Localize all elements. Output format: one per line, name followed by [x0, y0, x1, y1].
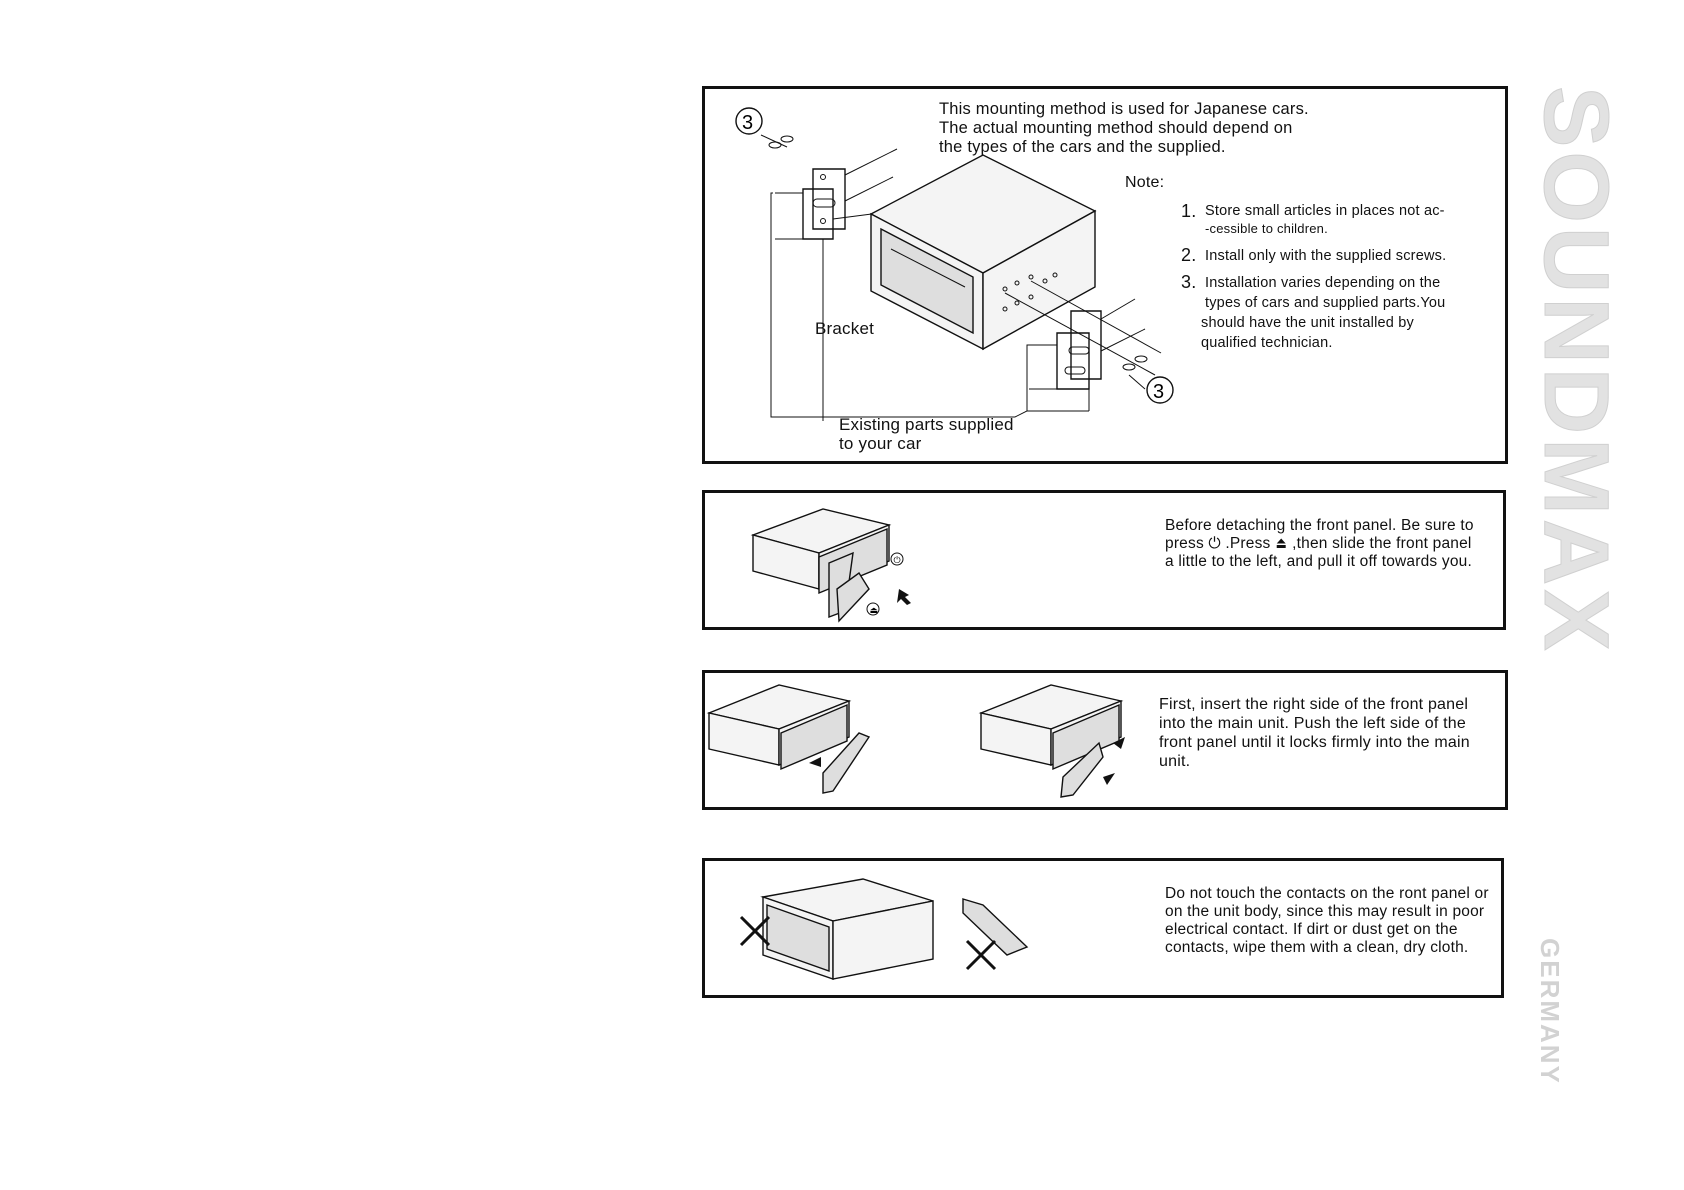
note-text-line: qualified technician. [1201, 335, 1333, 351]
left-bracket [812, 168, 846, 230]
existing-parts-line: Existing parts supplied [839, 415, 1014, 434]
mounting-intro-line: This mounting method is used for Japanes… [939, 100, 1309, 118]
brand-watermark: SOUNDMAX GERMANY [1525, 86, 1628, 1085]
arrow-left-icon [809, 757, 821, 767]
attach-line: First, insert the right side of the fron… [1159, 696, 1469, 713]
detach-panel: ⏻ ⏏ Before detaching the front panel. Be… [702, 490, 1506, 630]
contacts-line: electrical contact. If dirt or dust get … [1165, 921, 1458, 938]
attach-line: front panel until it locks firmly into t… [1159, 734, 1470, 751]
note-text-line: should have the unit installed by [1201, 315, 1414, 331]
screw-callout-number-right: 3 [1153, 381, 1164, 403]
right-bracket [1070, 310, 1102, 380]
detach-line: a little to the left, and pull it off to… [1165, 553, 1472, 570]
side-screw-holes [1002, 272, 1058, 312]
attach-line: into the main unit. Push the left side o… [1159, 715, 1466, 732]
screw-callout-circle-right [1146, 376, 1174, 404]
arrow-push-icon [1113, 737, 1125, 749]
front-panel-back [962, 898, 1029, 956]
note-1: 1. Store small articles in places not ac… [1181, 201, 1501, 237]
mounting-diagram: 3 [735, 107, 1174, 421]
attach-line: unit. [1159, 753, 1191, 770]
screw-callout-circle-left [735, 107, 763, 135]
detach-line: Before detaching the front panel. Be sur… [1165, 517, 1474, 534]
contacts-line: contacts, wipe them with a clean, dry cl… [1165, 939, 1469, 956]
front-panel-right [1060, 741, 1104, 798]
mounting-panel: 3 [702, 86, 1508, 464]
note-text-line: Store small articles in places not ac- [1205, 203, 1445, 219]
power-icon-glyph: ⏻ [894, 555, 901, 566]
detach-diagram: ⏻ ⏏ [750, 508, 911, 623]
note-3: 3. Installation varies depending on the … [1181, 272, 1501, 353]
contacts-diagram [739, 878, 1029, 980]
detach-line: press ⏻ .Press ⏏ ,then slide the front p… [1165, 535, 1472, 552]
brand-name: SOUNDMAX [1525, 86, 1628, 656]
mounting-intro: This mounting method is used for Japanes… [939, 100, 1309, 157]
note-number: 2. [1181, 245, 1197, 265]
mounting-intro-line: The actual mounting method should depend… [939, 119, 1293, 137]
existing-parts-label: Existing parts supplied to your car [839, 415, 1014, 453]
note-label: Note: [1125, 174, 1165, 191]
existing-parts-line: to your car [839, 434, 922, 453]
power-icon [890, 552, 904, 566]
eject-icon-glyph: ⏏ [870, 606, 879, 616]
contacts-line: on the unit body, since this may result … [1165, 903, 1485, 920]
detach-instructions: Before detaching the front panel. Be sur… [1165, 517, 1474, 571]
front-panel-left [822, 732, 871, 794]
bracket-label: Bracket [815, 319, 875, 338]
attach-diagram [706, 684, 1125, 798]
note-text-line: Installation varies depending on the [1205, 275, 1441, 291]
screw-callout-number-left: 3 [742, 112, 753, 134]
note-number: 1. [1181, 201, 1197, 221]
note-text-line: types of cars and supplied parts.You [1205, 295, 1446, 311]
attach-panel: First, insert the right side of the fron… [702, 670, 1508, 810]
contacts-panel: Do not touch the contacts on the ront pa… [702, 858, 1504, 998]
note-text-line: -cessible to children. [1205, 221, 1328, 236]
contacts-line: Do not touch the contacts on the ront pa… [1165, 885, 1489, 902]
note-text-line: Install only with the supplied screws. [1205, 248, 1447, 264]
attach-instructions: First, insert the right side of the fron… [1159, 695, 1470, 771]
note-2: 2. Install only with the supplied screws… [1181, 245, 1501, 266]
contacts-instructions: Do not touch the contacts on the ront pa… [1165, 885, 1489, 957]
arrow-push-icon [1103, 773, 1115, 785]
arrow-right-icon [897, 589, 911, 605]
brand-sub: GERMANY [1535, 938, 1565, 1085]
note-number: 3. [1181, 272, 1197, 292]
eject-icon [866, 602, 880, 616]
mounting-intro-line: the types of the cars and the supplied. [939, 138, 1226, 156]
